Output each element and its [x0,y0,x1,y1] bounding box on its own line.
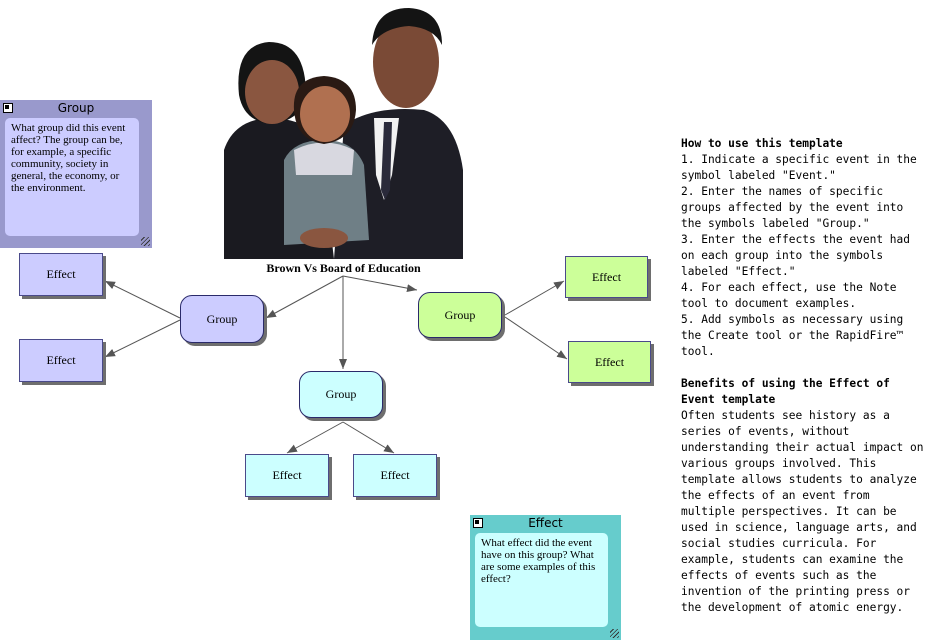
instruction-step: 3. Enter the effects the event had on ea… [681,233,911,278]
effect-note-text[interactable]: What effect did the event have on this g… [475,533,608,627]
family-portrait-image [224,0,463,259]
benefits-heading: Benefits of using the Effect of Event te… [681,377,890,406]
close-box-icon[interactable] [3,103,13,113]
effect-node-left-1[interactable]: Effect [19,253,103,296]
edge-event-group-left [265,275,344,319]
instruction-step: 2. Enter the names of specific groups af… [681,185,904,230]
group-note-title: Group [57,101,95,115]
resize-grip-icon[interactable] [610,629,619,638]
effect-note-title: Effect [528,516,563,530]
effect-node-right-2[interactable]: Effect [568,341,651,383]
edge-group-left-effect-2 [104,319,181,358]
instruction-step: 1. Indicate a specific event in the symb… [681,153,917,182]
edge-group-right-effect-2 [504,316,568,360]
edge-group-right-effect-1 [504,280,565,316]
group-node-center[interactable]: Group [299,371,383,418]
event-caption[interactable]: Brown Vs Board of Education [266,261,421,275]
group-node-right[interactable]: Group [418,292,502,338]
instruction-step: 5. Add symbols as necessary using the Cr… [681,313,904,358]
benefits-text: Often students see history as a series o… [681,409,924,614]
edge-group-center-effect-1 [286,421,344,454]
effect-node-center-2[interactable]: Effect [353,454,437,497]
resize-grip-icon[interactable] [141,237,150,246]
edge-group-center-effect-2 [342,421,395,454]
effect-node-right-1[interactable]: Effect [565,256,648,298]
edge-event-group-right [342,275,418,293]
effect-node-center-1[interactable]: Effect [245,454,329,497]
group-node-left[interactable]: Group [180,295,264,343]
effect-node-left-2[interactable]: Effect [19,339,103,382]
template-instructions: How to use this template 1. Indicate a s… [681,136,926,616]
group-note[interactable]: Group What group did this event affect? … [0,100,152,248]
close-box-icon[interactable] [473,518,483,528]
edge-group-left-effect-1 [104,280,181,319]
instruction-step: 4. For each effect, use the Note tool to… [681,281,897,310]
effect-note[interactable]: Effect What effect did the event have on… [470,515,621,640]
event-photo[interactable] [224,0,463,259]
how-to-use-heading: How to use this template [681,137,843,150]
group-note-text[interactable]: What group did this event affect? The gr… [5,118,139,236]
